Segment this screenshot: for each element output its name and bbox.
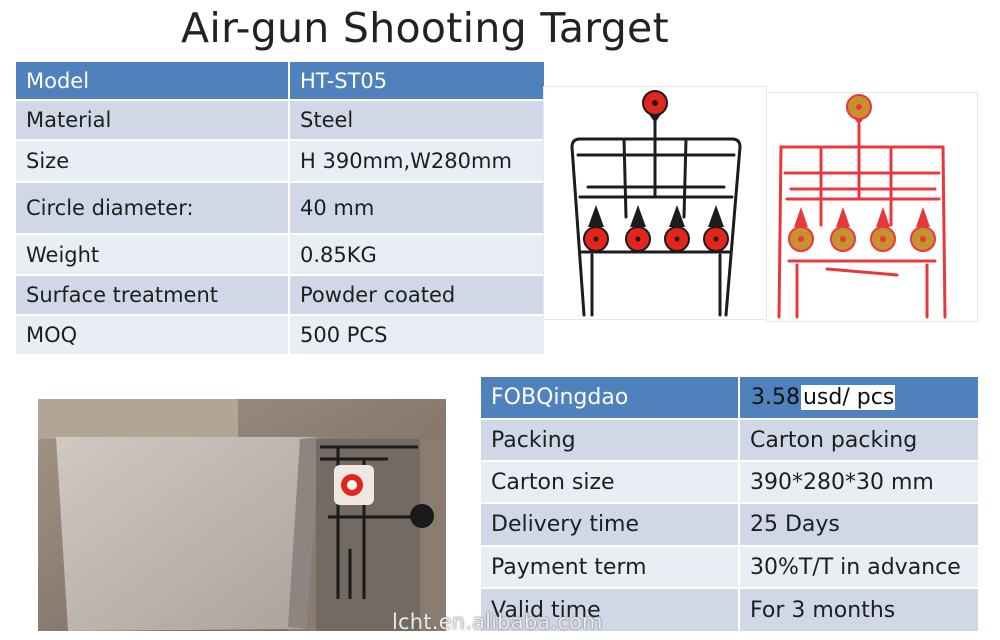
spec-value: 0.85KG	[289, 234, 544, 276]
table-row: Model HT-ST05	[16, 62, 544, 101]
trade-value: 25 Days	[739, 503, 978, 547]
spec-label: Model	[16, 62, 290, 101]
trade-label: FOBQingdao	[481, 377, 740, 420]
table-row: MOQ 500 PCS	[16, 315, 544, 356]
table-row: Packing Carton packing	[481, 419, 978, 462]
trade-value: 30%T/T in advance	[739, 546, 978, 589]
spec-table: Model HT-ST05 Material Steel Size H 390m…	[16, 62, 544, 356]
spec-label: Size	[16, 140, 290, 183]
spec-value: Steel	[289, 100, 544, 141]
watermark: lcht.en.alibaba.com	[392, 610, 603, 634]
trade-value: 390*280*30 mm	[739, 461, 978, 504]
spec-label: Surface treatment	[16, 275, 290, 316]
packaging-photo	[38, 399, 446, 631]
black-target-diagram	[543, 86, 767, 320]
table-row: Material Steel	[16, 100, 544, 141]
spec-value: 500 PCS	[289, 315, 544, 356]
trade-label: Carton size	[481, 461, 740, 504]
price-unit: usd/ pcs	[800, 385, 896, 410]
packaging-photo-drawing	[38, 399, 446, 631]
table-row: Surface treatment Powder coated	[16, 275, 544, 316]
spec-label: MOQ	[16, 315, 290, 356]
table-row: Circle diameter: 40 mm	[16, 182, 544, 235]
page-title: Air-gun Shooting Target	[181, 4, 669, 52]
trade-value: Carton packing	[739, 419, 978, 462]
price-value: 3.58	[750, 385, 801, 410]
red-target-diagram	[766, 92, 978, 322]
spec-label: Circle diameter:	[16, 182, 290, 235]
table-row: Carton size 390*280*30 mm	[481, 461, 978, 504]
spec-value: H 390mm,W280mm	[289, 140, 544, 183]
trade-label: Payment term	[481, 546, 740, 589]
trade-label: Packing	[481, 419, 740, 462]
table-row: Size H 390mm,W280mm	[16, 140, 544, 183]
trade-label: Valid time	[481, 588, 740, 633]
table-row: Weight 0.85KG	[16, 234, 544, 276]
spec-label: Weight	[16, 234, 290, 276]
black-target-drawing	[570, 90, 742, 317]
table-row: Valid time For 3 months	[481, 588, 978, 633]
red-target-drawing	[777, 94, 947, 319]
trade-label: Delivery time	[481, 503, 740, 547]
spec-value: Powder coated	[289, 275, 544, 316]
spec-label: Material	[16, 100, 290, 141]
spec-value: 40 mm	[289, 182, 544, 235]
spec-value: HT-ST05	[289, 62, 544, 101]
table-row: Delivery time 25 Days	[481, 503, 978, 547]
table-row: Payment term 30%T/T in advance	[481, 546, 978, 589]
trade-value: For 3 months	[739, 588, 978, 633]
